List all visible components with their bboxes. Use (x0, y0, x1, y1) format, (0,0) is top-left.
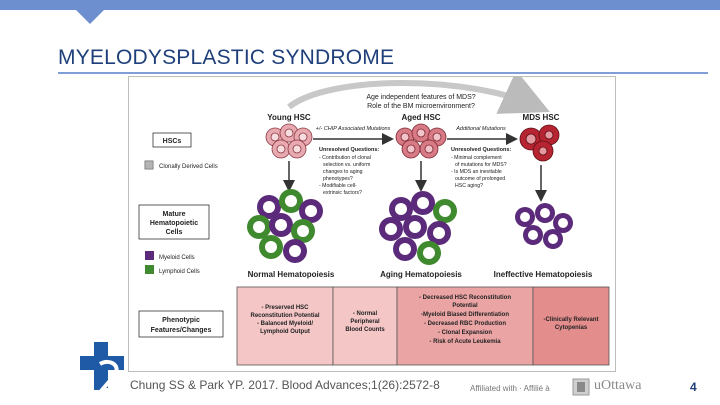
svg-text:- Minimal complement: - Minimal complement (451, 155, 502, 161)
svg-text:- Modifiable cell-: - Modifiable cell- (319, 183, 357, 189)
additional-mutations-label: Additional Mutations (455, 126, 506, 132)
unresolved-questions-left: Unresolved Questions: - Contribution of … (319, 147, 379, 196)
svg-text:extrinsic factors?: extrinsic factors? (323, 190, 362, 196)
stage-aged-hsc: Aged HSC (401, 113, 440, 122)
svg-text:Potential: Potential (452, 303, 478, 309)
svg-text:HSC aging?: HSC aging? (455, 183, 483, 189)
title-rule (58, 72, 708, 74)
svg-text:selection vs. uniform: selection vs. uniform (323, 162, 370, 168)
legend-mature-box (138, 204, 210, 240)
svg-text:Mature: Mature (163, 211, 186, 218)
legend-pheno-box (138, 310, 224, 338)
svg-text:- Decreased HSC Reconstitution: - Decreased HSC Reconstitution (419, 295, 511, 301)
normal-mature-cells (247, 189, 323, 263)
ineffective-mature-cells (515, 203, 573, 249)
legend-clonal: Clonally Derived Cells (159, 164, 218, 170)
mds-figure: Age independent features of MDS? Role of… (128, 76, 616, 372)
svg-text:Cells: Cells (166, 229, 183, 236)
svg-text:-Clinically Relevant: -Clinically Relevant (543, 317, 598, 323)
legend-hscs-box (152, 132, 192, 148)
chip-mutations-label: +/- CHIP Associated Mutations (316, 126, 391, 132)
top-notch (76, 10, 104, 24)
svg-text:Phenotypic: Phenotypic (162, 317, 200, 324)
svg-text:changes to aging: changes to aging (323, 169, 363, 175)
svg-text:- Decreased RBC Production: - Decreased RBC Production (424, 321, 506, 327)
svg-text:Blood Counts: Blood Counts (345, 327, 385, 333)
affiliation-text: Affiliated with · Affilié à (470, 384, 550, 393)
svg-text:- Contribution of clonal: - Contribution of clonal (319, 155, 371, 161)
mds-diagram: Age independent features of MDS? Role of… (138, 77, 610, 366)
svg-text:Reconstitution Potential: Reconstitution Potential (251, 313, 320, 319)
mds-hsc-cluster (519, 124, 560, 162)
myeloid-swatch (145, 251, 154, 260)
label-normal-hematopoiesis: Normal Hematopoiesis (248, 270, 335, 279)
aging-mature-cells (379, 191, 457, 265)
hospital-logo (80, 342, 124, 392)
svg-text:- Balanced Myeloid/: - Balanced Myeloid/ (257, 321, 313, 327)
svg-text:- Risk of Acute Leukemia: - Risk of Acute Leukemia (429, 339, 501, 345)
citation: Chung SS & Park YP. 2017. Blood Advances… (130, 378, 440, 392)
svg-text:Cytopenias: Cytopenias (555, 325, 588, 331)
legend-hscs: HSCs (163, 138, 182, 145)
svg-text:Peripheral: Peripheral (350, 319, 380, 325)
stage-young-hsc: Young HSC (267, 113, 311, 122)
svg-text:-Myeloid Biased Differentiatio: -Myeloid Biased Differentiation (421, 312, 509, 318)
unresolved-questions-right: Unresolved Questions: - Minimal compleme… (451, 147, 511, 189)
svg-text:- Preserved HSC: - Preserved HSC (261, 305, 309, 311)
top-band (0, 0, 720, 10)
young-hsc-cluster (265, 123, 313, 159)
label-ineffective-hematopoiesis: Ineffective Hematopoiesis (494, 270, 593, 279)
svg-text:Unresolved Questions:: Unresolved Questions: (319, 147, 379, 153)
svg-text:Unresolved Questions:: Unresolved Questions: (451, 147, 511, 153)
svg-text:Lymphoid Output: Lymphoid Output (260, 329, 310, 335)
curved-top-arrow (287, 77, 550, 114)
aged-hsc-cluster (395, 123, 447, 159)
svg-text:phenotypes?: phenotypes? (323, 176, 353, 182)
page-number: 4 (690, 380, 697, 394)
svg-text:of mutations for MDS?: of mutations for MDS? (455, 162, 507, 168)
phenotype-table: - Preserved HSC Reconstitution Potential… (236, 286, 610, 366)
uottawa-crest-icon (572, 378, 590, 396)
slide-title: MYELODYSPLASTIC SYNDROME (58, 46, 395, 69)
stage-mds-hsc: MDS HSC (523, 113, 560, 122)
svg-text:outcome of prolonged: outcome of prolonged (455, 176, 505, 182)
lymphoid-swatch (145, 265, 154, 274)
legend-lymphoid: Lymphoid Cells (159, 269, 200, 275)
svg-text:Features/Changes: Features/Changes (151, 327, 212, 334)
svg-text:- Clonal Expansion: - Clonal Expansion (438, 330, 492, 336)
label-aging-hematopoiesis: Aging Hematopoiesis (380, 270, 462, 279)
svg-text:Hematopoietic: Hematopoietic (150, 220, 198, 227)
university-name: uOttawa (594, 378, 642, 393)
legend-myeloid: Myeloid Cells (159, 255, 195, 261)
svg-text:- Is MDS an inevitable: - Is MDS an inevitable (451, 169, 502, 175)
top-question-2: Role of the BM microenvironment? (367, 103, 475, 110)
svg-text:- Normal: - Normal (353, 311, 378, 317)
top-question-1: Age independent features of MDS? (366, 94, 475, 101)
